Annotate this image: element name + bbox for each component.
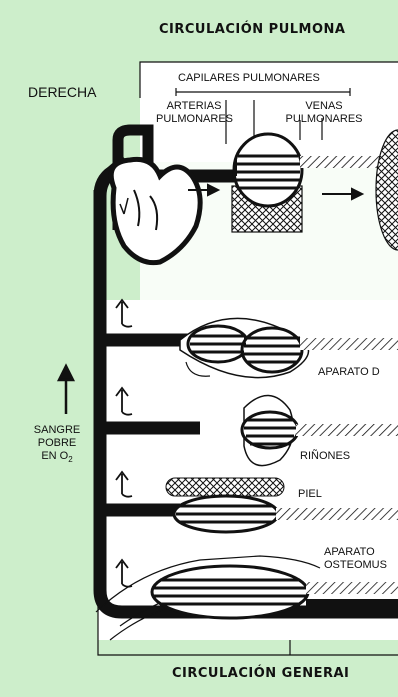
label-locomotor: APARATO OSTEOMUS (324, 546, 387, 572)
title-general: CIRCULACIÓN GENERAI (172, 666, 349, 681)
label-blood-line3-sub: 2 (68, 455, 72, 464)
label-digestive: APARATO D (318, 366, 380, 379)
label-veins-line2: PULMONARES (284, 113, 364, 126)
label-arteries-line1: ARTERIAS (156, 100, 232, 113)
label-blood-line3-base: EN O (41, 450, 68, 462)
label-kidneys: RIÑONES (300, 450, 350, 463)
label-veins: VENAS PULMONARES (284, 100, 364, 126)
label-arteries-line2: PULMONARES (156, 113, 232, 126)
label-blood: SANGRE POBRE EN O2 (26, 424, 88, 466)
label-locomotor-line1: APARATO (324, 546, 387, 559)
label-capillaries: CAPILARES PULMONARES (178, 72, 320, 85)
label-blood-line3: EN O2 (26, 450, 88, 466)
label-blood-line2: POBRE (26, 437, 88, 450)
label-locomotor-line2: OSTEOMUS (324, 559, 387, 572)
label-blood-line1: SANGRE (26, 424, 88, 437)
label-arteries: ARTERIAS PULMONARES (156, 100, 232, 126)
title-pulmonary: CIRCULACIÓN PULMONA (159, 22, 345, 37)
label-side: DERECHA (28, 84, 96, 100)
label-veins-line1: VENAS (284, 100, 364, 113)
label-skin: PIEL (298, 488, 322, 501)
up-arrow-icon (59, 366, 73, 414)
